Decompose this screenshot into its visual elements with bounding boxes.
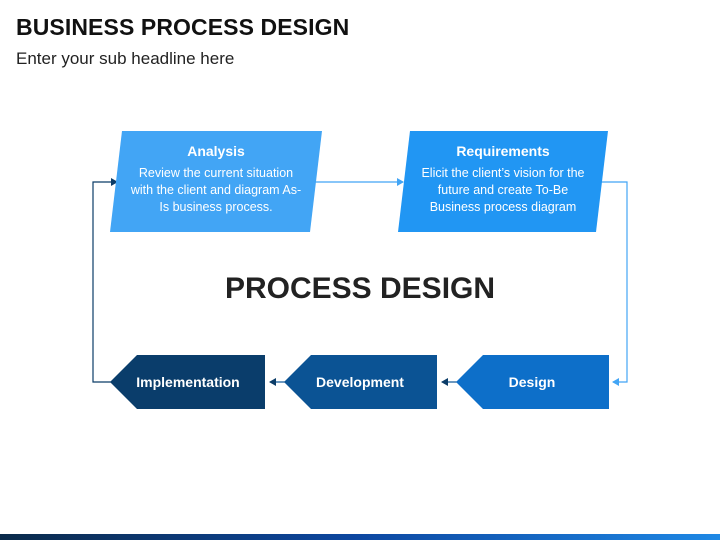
analysis-description: Review the current situation with the cl…	[130, 166, 302, 214]
analysis-content: Analysis Review the current situation wi…	[128, 143, 304, 216]
requirements-title: Requirements	[456, 143, 550, 159]
footer-accent-bar	[0, 534, 720, 540]
design-label: Design	[508, 374, 556, 390]
design-box	[456, 355, 609, 409]
center-title: PROCESS DESIGN	[224, 272, 496, 305]
analysis-title: Analysis	[187, 143, 245, 159]
development-box	[284, 355, 437, 409]
implementation-box	[110, 355, 265, 409]
page-title: BUSINESS PROCESS DESIGN	[16, 14, 350, 40]
implementation-label: Implementation	[136, 374, 240, 390]
requirements-description: Elicit the client’s vision for the futur…	[421, 166, 585, 214]
connector-requirements-to-design	[600, 181, 628, 386]
analysis-box	[110, 131, 322, 232]
requirements-box	[398, 131, 608, 232]
development-label: Development	[316, 374, 404, 390]
connector-implementation-to-analysis	[92, 178, 118, 383]
requirements-content: Requirements Elicit the client’s vision …	[414, 143, 592, 216]
page-subtitle: Enter your sub headline here	[16, 49, 235, 68]
